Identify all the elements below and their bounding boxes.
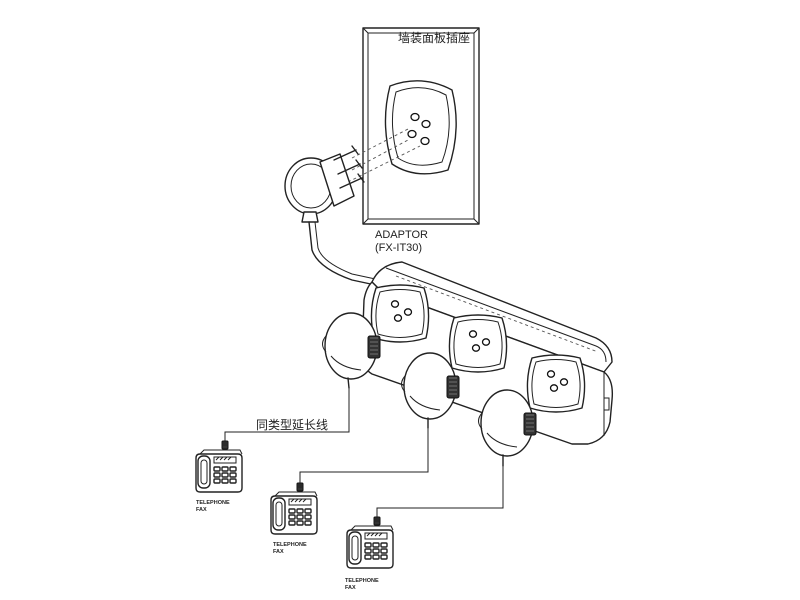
adaptor-socket-3 bbox=[526, 354, 586, 413]
adaptor-socket-1 bbox=[370, 284, 430, 343]
adaptor-socket-2 bbox=[448, 314, 508, 373]
telephone-fax-1: TELEPHONE FAX bbox=[195, 440, 243, 513]
telephone-fax-3: TELEPHONE FAX bbox=[345, 516, 394, 591]
adaptor-model: (FX-IT30) bbox=[375, 242, 422, 254]
telephone-fax-2: TELEPHONE FAX bbox=[270, 482, 318, 555]
extension-cord-label: 同类型延长线 bbox=[256, 418, 328, 432]
adaptor-wall-plug bbox=[284, 145, 365, 223]
phone-3-line1: TELEPHONE bbox=[345, 578, 379, 584]
phone-3-line2: FAX bbox=[345, 585, 356, 591]
phone-1-line2: FAX bbox=[196, 507, 207, 513]
adaptor-name: ADAPTOR bbox=[375, 229, 428, 241]
phone-2-line1: TELEPHONE bbox=[273, 542, 307, 548]
adaptor-strip bbox=[361, 261, 614, 445]
wall-socket-panel bbox=[362, 27, 480, 225]
phone-1-line1: TELEPHONE bbox=[196, 500, 230, 506]
phone-2-line2: FAX bbox=[273, 549, 284, 555]
wall-socket-label: 墙装面板插座 bbox=[398, 30, 470, 45]
